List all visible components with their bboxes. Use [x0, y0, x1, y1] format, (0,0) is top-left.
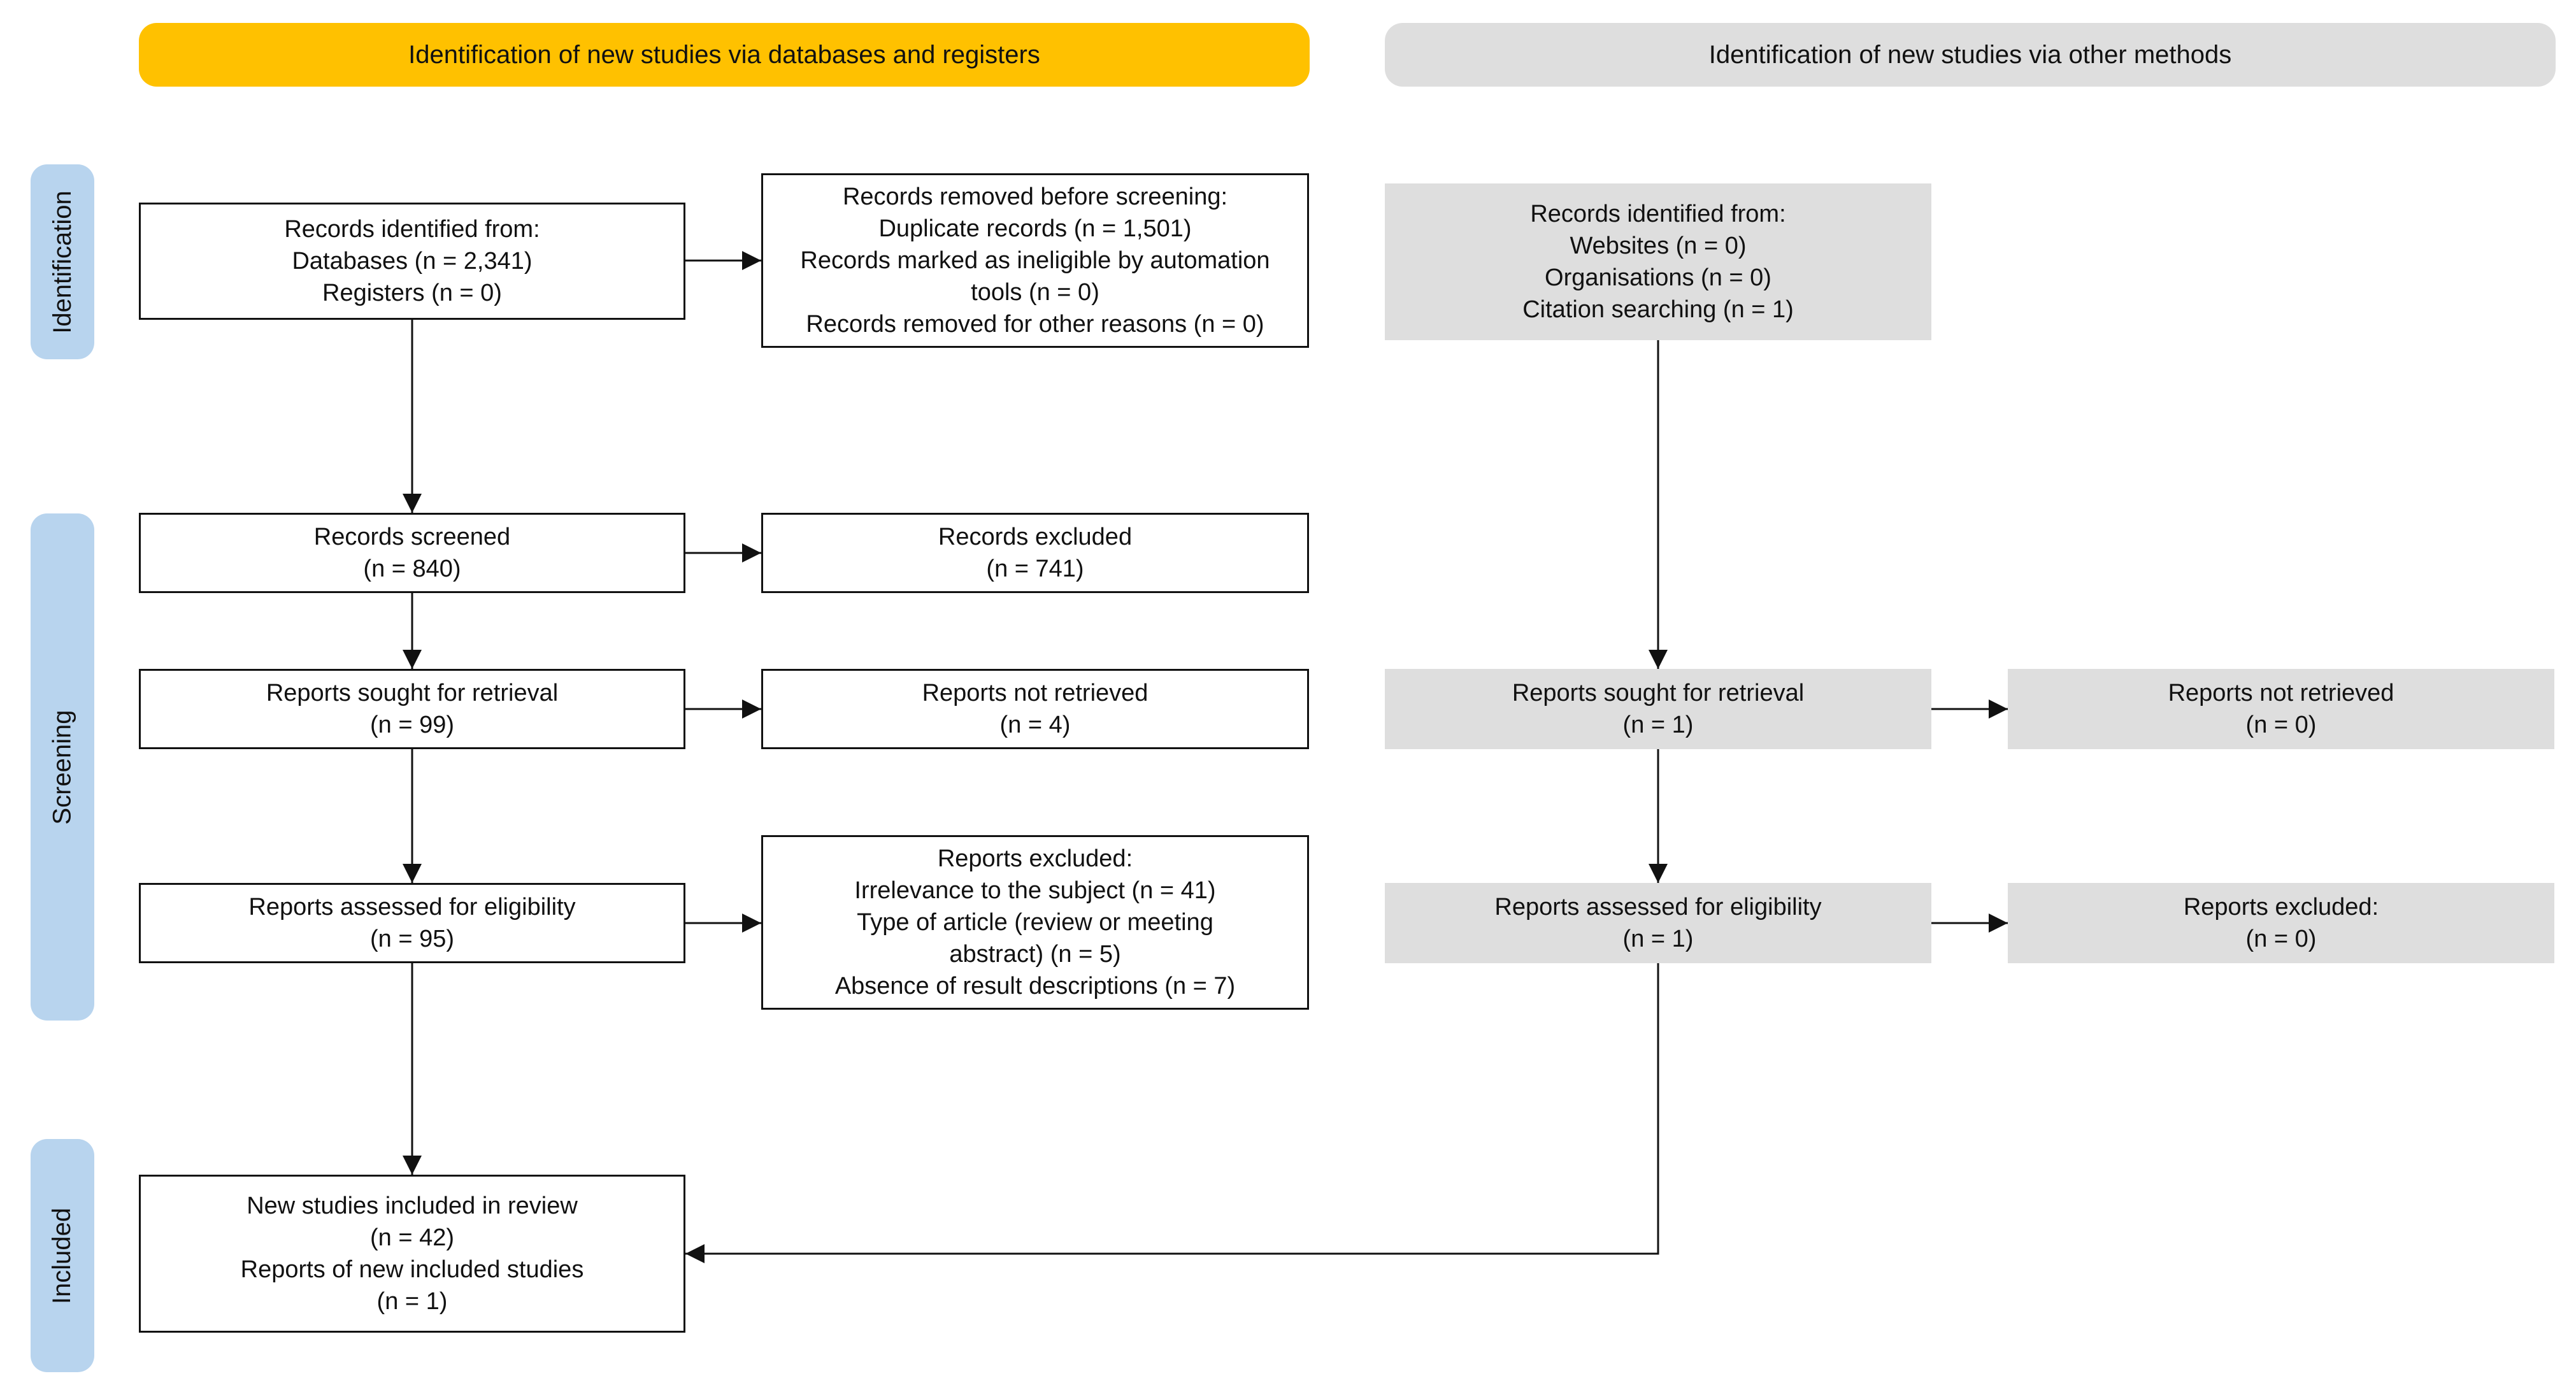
db-records-screened-box: Records screened (n = 840) [139, 513, 685, 593]
db-records-excluded-box: Records excluded (n = 741) [761, 513, 1309, 593]
box-text-line: (n = 0) [2245, 712, 2317, 738]
db-reports-assessed-box: Reports assessed for eligibility (n = 95) [139, 883, 685, 963]
box-text-line: Citation searching (n = 1) [1522, 296, 1794, 323]
box-text-line: Duplicate records (n = 1,501) [878, 215, 1192, 242]
phase-included: Included [31, 1139, 94, 1372]
arrow-other-assessed-to-included [685, 963, 1659, 1263]
box-text-line: Reports sought for retrieval [266, 680, 559, 706]
box-text-line: Reports assessed for eligibility [1494, 894, 1822, 921]
box-text-line: Records removed before screening: [842, 183, 1228, 210]
box-text-line: Organisations (n = 0) [1545, 264, 1771, 291]
box-text-line: Records excluded [938, 524, 1133, 550]
box-text-line: Reports not retrieved [922, 680, 1148, 706]
box-text-line: Reports sought for retrieval [1512, 680, 1805, 706]
header-other-methods: Identification of new studies via other … [1385, 23, 2556, 87]
box-text-line: Absence of result descriptions (n = 7) [834, 973, 1236, 1000]
other-reports-assessed-box: Reports assessed for eligibility (n = 1) [1385, 883, 1931, 963]
box-text-line: (n = 95) [369, 926, 455, 952]
db-records-removed-box: Records removed before screening: Duplica… [761, 173, 1309, 348]
box-text-line: Records identified from: [284, 216, 540, 243]
db-records-identified-box: Records identified from: Databases (n = 2… [139, 203, 685, 320]
box-text-line: Registers (n = 0) [322, 280, 502, 306]
box-text-line: (n = 1) [1622, 712, 1694, 738]
box-text-line: (n = 1) [376, 1288, 448, 1315]
box-text-line: (n = 42) [369, 1224, 455, 1251]
box-text-line: Records removed for other reasons (n = 0… [806, 311, 1264, 338]
box-text-line: Reports excluded: [2183, 894, 2379, 921]
db-reports-sought-box: Reports sought for retrieval (n = 99) [139, 669, 685, 749]
box-text-line: (n = 1) [1622, 926, 1694, 952]
box-text-line: tools (n = 0) [971, 279, 1099, 306]
studies-included-box: New studies included in review (n = 42) Re… [139, 1175, 685, 1333]
box-text-line: (n = 4) [999, 712, 1071, 738]
other-records-identified-box: Records identified from: Websites (n = 0)… [1385, 183, 1931, 340]
db-reports-not-retrieved-box: Reports not retrieved (n = 4) [761, 669, 1309, 749]
other-reports-sought-box: Reports sought for retrieval (n = 1) [1385, 669, 1931, 749]
other-reports-not-retrieved-box: Reports not retrieved (n = 0) [2008, 669, 2554, 749]
box-text-line: Reports excluded: [937, 845, 1133, 872]
box-text-line: abstract) (n = 5) [949, 941, 1121, 968]
header-databases: Identification of new studies via databa… [139, 23, 1310, 87]
box-text-line: Databases (n = 2,341) [292, 248, 533, 275]
box-text-line: (n = 840) [363, 555, 461, 582]
other-reports-excluded-box: Reports excluded: (n = 0) [2008, 883, 2554, 963]
box-text-line: (n = 99) [369, 712, 455, 738]
box-text-line: Reports assessed for eligibility [248, 894, 576, 921]
box-text-line: Websites (n = 0) [1570, 233, 1747, 259]
box-text-line: Reports of new included studies [240, 1256, 584, 1283]
db-reports-excluded-box: Reports excluded: Irrelevance to the subj… [761, 835, 1309, 1010]
box-text-line: Irrelevance to the subject (n = 41) [854, 877, 1216, 904]
phase-screening: Screening [31, 513, 94, 1021]
box-text-line: (n = 741) [986, 555, 1084, 582]
box-text-line: Type of article (review or meeting [857, 909, 1213, 936]
box-text-line: Records screened [313, 524, 511, 550]
box-text-line: Records marked as ineligible by automati… [800, 247, 1270, 274]
phase-identification: Identification [31, 164, 94, 359]
box-text-line: Records identified from: [1530, 201, 1786, 227]
box-text-line: New studies included in review [247, 1193, 578, 1219]
box-text-line: Reports not retrieved [2168, 680, 2394, 706]
box-text-line: (n = 0) [2245, 926, 2317, 952]
